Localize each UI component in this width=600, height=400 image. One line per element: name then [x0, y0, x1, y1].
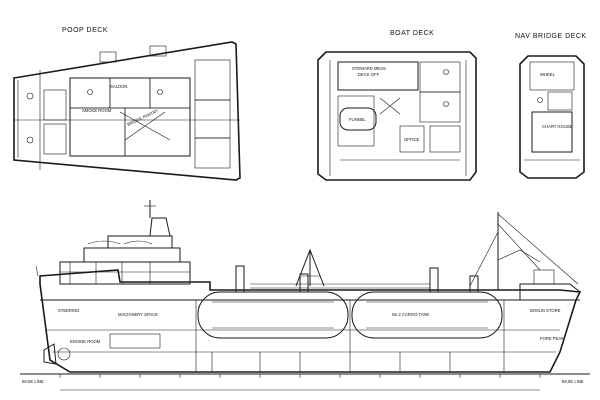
poop-deck-title: POOP DECK	[62, 27, 108, 34]
boat-deck-outline	[317, 51, 477, 181]
cargo-tank-aft	[197, 291, 349, 339]
baseline-label-left: BASE LINE	[22, 379, 44, 384]
engine-room-label: ENGINE ROOM	[70, 339, 101, 344]
nav-bridge-deck-title: NAV BRIDGE DECK	[515, 33, 587, 40]
rudder	[43, 343, 57, 365]
bridge-pantry-label: BRIDGE PANTRY	[126, 108, 159, 127]
wheel-label: WHEEL	[540, 72, 556, 77]
baseline-label-right: BASE LINE	[562, 379, 584, 384]
poop-deck-plan: SALOON SMOKE ROOM BRIDGE PANTRY	[13, 41, 241, 181]
superstructure-boat-deck	[83, 247, 181, 263]
office-label: OFFICE	[404, 137, 420, 142]
poop-deck-outline	[13, 41, 241, 181]
smoke-room-label: SMOKE ROOM	[82, 108, 112, 113]
nav-bridge-deck-plan: CHART HOUSE WHEEL	[519, 55, 585, 179]
funnel-label: FUNNEL	[349, 117, 366, 122]
funnel-casing	[339, 107, 377, 131]
profile-view: BASE LINE BASE LINE No.2 CARGO TANK	[20, 200, 590, 391]
fore-peak-label: FORE PEAK	[540, 336, 564, 341]
saloon-label: SALOON	[110, 84, 127, 89]
funnel-profile	[149, 217, 171, 237]
steward-mess-label: STEWARD MESS	[352, 66, 386, 71]
bosun-store-label: BOSUN STORE	[530, 308, 561, 313]
steering-label: STEERING	[58, 308, 79, 313]
cargo-tank-fwd	[351, 291, 503, 339]
propeller	[57, 347, 71, 361]
chart-house-label: CHART HOUSE	[542, 124, 573, 129]
cargo-tank-label: No.2 CARGO TANK	[392, 312, 430, 317]
poop-accommodation-block	[69, 77, 191, 157]
boat-deck-room-label: DECK OFF	[358, 72, 380, 77]
chart-house-box	[531, 111, 573, 153]
boat-deck-title: BOAT DECK	[390, 30, 434, 37]
nav-bridge-outline	[519, 55, 585, 179]
superstructure-bridge	[107, 235, 173, 249]
machinery-space-label: MACHINERY SPACE	[118, 312, 158, 317]
boat-deck-plan: STEWARD MESS DECK OFF FUNNEL OFFICE	[317, 51, 477, 181]
